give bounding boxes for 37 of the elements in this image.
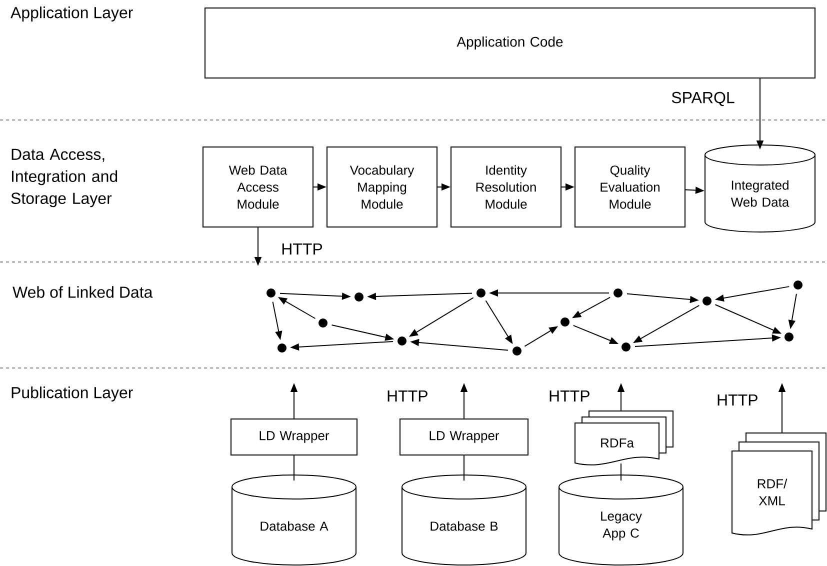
layer-label: Data Access, Integration and Storage Layer <box>11 148 118 208</box>
graph-dot <box>266 288 276 298</box>
module-box: Quality Evaluation Module <box>574 146 686 228</box>
layer-label: Application Layer <box>10 6 133 22</box>
protocol-label: HTTP <box>718 394 758 406</box>
graph-dot <box>354 292 364 302</box>
protocol-label: HTTP <box>388 390 428 402</box>
graph-dot <box>318 318 328 328</box>
graph-dot <box>476 288 486 298</box>
module-box: Vocabulary Mapping Module <box>326 146 438 228</box>
edge-label: HTTP <box>280 242 324 256</box>
database-cylinder: Database B <box>402 474 526 566</box>
layer-label: Web of Linked Data <box>12 286 153 298</box>
graph-dot <box>398 336 406 346</box>
document-stack: RDF/ XML <box>732 432 826 536</box>
wrapper-box: LD Wrapper <box>400 418 528 456</box>
protocol-label: HTTP <box>550 390 590 402</box>
connector-line <box>620 463 622 481</box>
node-label: RDF/ XML <box>758 478 788 506</box>
graph-dot <box>784 332 794 342</box>
graph-dot <box>614 288 622 298</box>
graph-dot <box>702 296 712 306</box>
graph-dot <box>794 280 802 290</box>
document-stack: RDFa <box>574 410 674 466</box>
database-cylinder: Database A <box>232 474 356 566</box>
module-box: Identity Resolution Module <box>450 146 562 228</box>
module-box: Web Data Access Module <box>202 146 314 228</box>
graph-dot <box>512 346 522 356</box>
graph-dot <box>560 318 570 326</box>
database-cylinder: Integrated Web Data <box>704 144 816 232</box>
edge-label: SPARQL <box>670 90 736 108</box>
layer-label: Publication Layer <box>12 386 133 402</box>
graph-dot <box>622 342 630 352</box>
database-cylinder: Legacy App C <box>558 474 684 566</box>
graph-dot <box>278 344 286 352</box>
application-box: Application Code <box>204 8 816 78</box>
wrapper-box: LD Wrapper <box>230 418 358 456</box>
